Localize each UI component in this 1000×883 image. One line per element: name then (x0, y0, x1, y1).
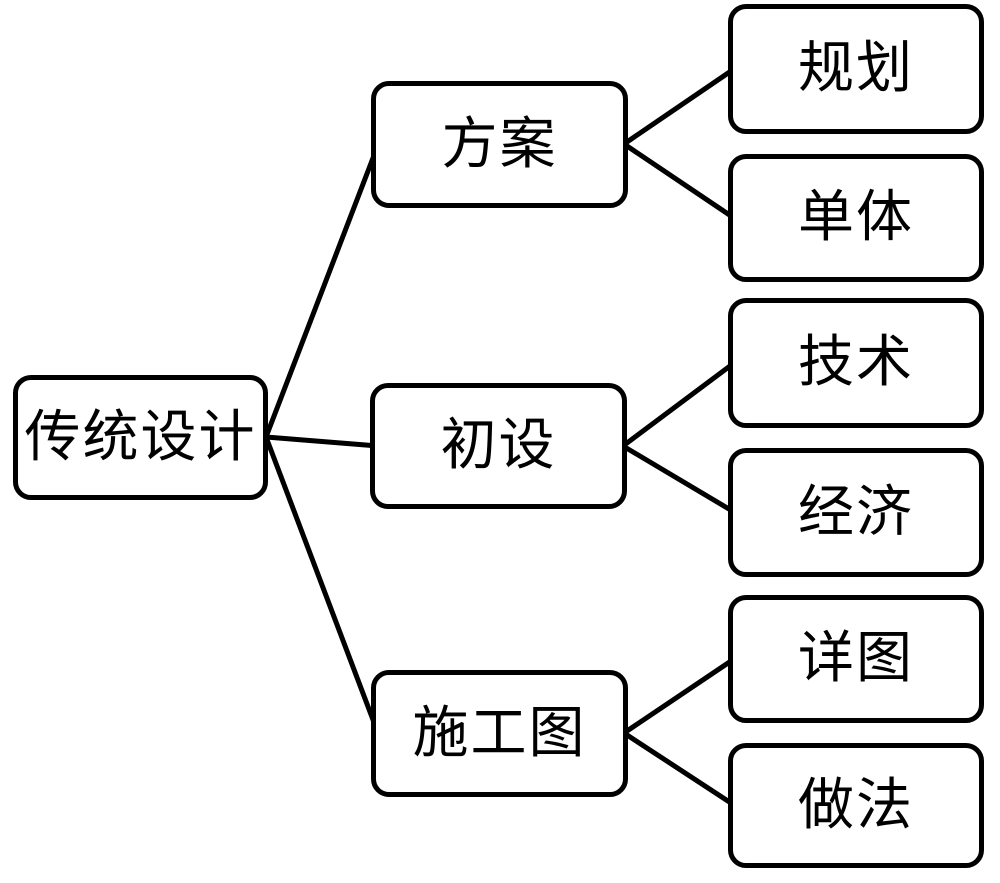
connector-branch-1-to-leaf-1 (622, 66, 736, 147)
connector-branch-1-to-leaf-2 (622, 141, 736, 221)
leaf-node-1-1-label: 规划 (798, 38, 914, 100)
connector-root-to-branch-1 (263, 144, 381, 438)
branch-node-1: 方案 (371, 81, 628, 208)
connector-branch-2-to-leaf-1 (621, 360, 736, 449)
root-node-label: 传统设计 (24, 406, 257, 469)
branch-node-2: 初设 (370, 383, 627, 509)
leaf-node-2-2: 经济 (728, 448, 984, 577)
branch-node-2-label: 初设 (440, 415, 557, 477)
connector-branch-3-to-leaf-2 (622, 730, 736, 808)
leaf-node-3-2-label: 做法 (798, 774, 914, 837)
branch-node-1-label: 方案 (441, 113, 558, 176)
branch-node-3: 施工图 (371, 670, 628, 797)
leaf-node-3-2: 做法 (728, 743, 984, 868)
leaf-node-3-1: 详图 (728, 595, 984, 723)
leaf-node-1-2-label: 单体 (798, 187, 914, 249)
leaf-node-1-2: 单体 (728, 154, 984, 282)
root-node: 传统设计 (13, 375, 268, 500)
leaf-node-2-1-label: 技术 (798, 332, 914, 394)
branch-node-3-label: 施工图 (412, 702, 587, 765)
leaf-node-2-2-label: 经济 (798, 481, 914, 544)
connector-branch-3-to-leaf-1 (622, 656, 736, 736)
leaf-node-3-1-label: 详图 (798, 628, 914, 690)
connector-root-to-branch-2 (265, 434, 379, 449)
leaf-node-2-1: 技术 (728, 298, 984, 428)
leaf-node-1-1: 规划 (728, 4, 984, 134)
connector-branch-2-to-leaf-2 (621, 443, 736, 515)
connector-root-to-branch-3 (263, 436, 381, 734)
